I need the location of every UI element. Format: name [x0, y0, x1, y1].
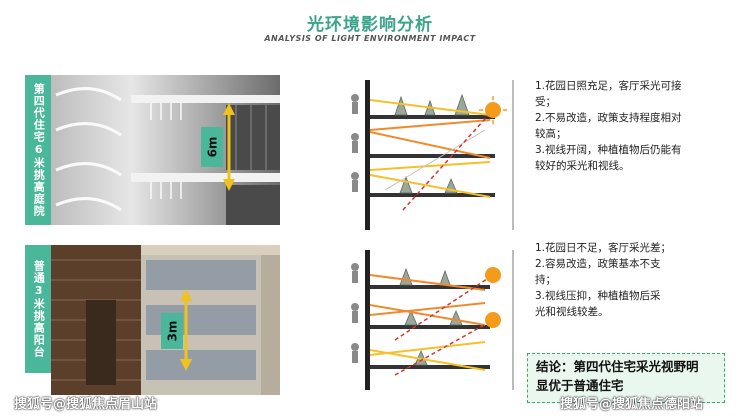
- top-notes: 1.花园日照充足，客厅采光可接 受； 2.不易改造，政策支持程度相对 较高； 3…: [535, 78, 682, 174]
- bottom-note-line: 持；: [535, 274, 556, 286]
- bottom-building-photo: 3m: [51, 245, 280, 395]
- bottom-note-line: 3.视线压抑，种植植物后采: [535, 290, 661, 302]
- top-section-diagram: [351, 80, 514, 230]
- conclusion-line: 结论：第四代住宅采光视野明: [536, 359, 699, 374]
- bottom-section-diagram: [351, 250, 514, 390]
- top-note-line: 3.视线开阔，种植植物后仍能有: [535, 144, 682, 156]
- bottom-row-label-text: 普通3米挑高阳台: [32, 260, 46, 358]
- top-row-label: 第四代住宅6米挑高庭院: [25, 75, 51, 225]
- top-note-line: 较高；: [535, 128, 567, 140]
- conclusion-line: 显优于普通住宅: [536, 378, 624, 393]
- top-note-line: 受；: [535, 96, 556, 108]
- bottom-note-line: 2.容易改造，政策基本不支: [535, 258, 661, 270]
- bottom-building-illustration: [51, 245, 280, 395]
- watermark-left: 搜狐号@搜狐焦点眉山站: [14, 397, 158, 412]
- bottom-note-line: 1.花园日不足，客厅采光差；: [535, 242, 672, 254]
- bottom-row-label: 普通3米挑高阳台: [25, 245, 51, 373]
- conclusion-box: 结论：第四代住宅采光视野明 显优于普通住宅: [527, 353, 725, 403]
- page-title: 光环境影响分析: [307, 15, 433, 35]
- top-note-line: 较好的采光和视线。: [535, 160, 630, 172]
- watermark-right: 搜狐号@搜狐焦点德阳站: [560, 397, 704, 412]
- bottom-note-line: 光和视线较差。: [535, 306, 609, 318]
- top-height-tag: 6m: [201, 127, 223, 167]
- page-subtitle: ANALYSIS OF LIGHT ENVIRONMENT IMPACT: [264, 34, 476, 43]
- top-note-line: 1.花园日照充足，客厅采光可接: [535, 80, 682, 92]
- top-building-photo: 6m: [51, 75, 280, 225]
- top-note-line: 2.不易改造，政策支持程度相对: [535, 112, 682, 124]
- bottom-height-tag: 3m: [161, 313, 183, 349]
- bottom-notes: 1.花园日不足，客厅采光差； 2.容易改造，政策基本不支 持； 3.视线压抑，种…: [535, 240, 671, 320]
- top-row-label-text: 第四代住宅6米挑高庭院: [32, 83, 46, 217]
- top-building-illustration: [51, 75, 280, 225]
